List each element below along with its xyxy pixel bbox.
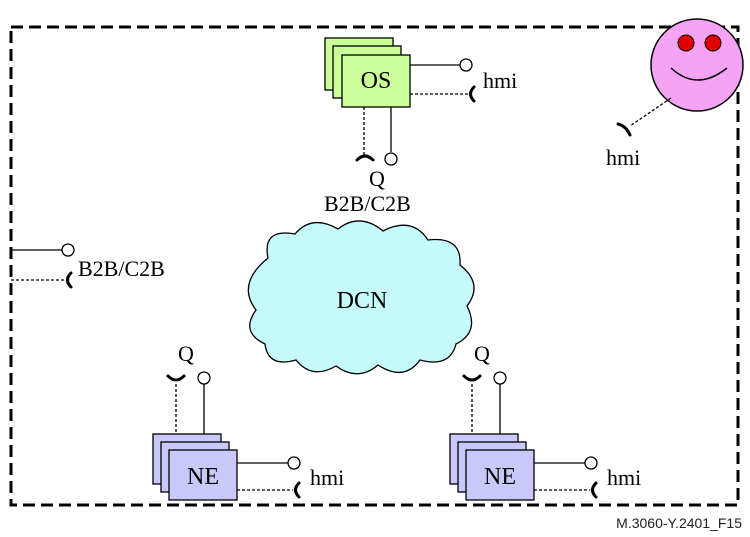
ne-right-q-label: Q <box>474 341 490 366</box>
os-hmi-required-socket <box>469 85 476 103</box>
os-q-label: Q <box>369 166 385 191</box>
left-b2b-provided-circle <box>61 243 75 257</box>
ne-right-stack: NE <box>449 433 535 501</box>
user-left-eye <box>677 34 695 52</box>
user-smile <box>670 67 728 81</box>
ne-right-box-front <box>465 449 535 501</box>
ne-left-label: NE <box>187 464 219 490</box>
ne-left-box-front <box>168 449 238 501</box>
ne-left-hmi-interface: hmi <box>237 456 344 499</box>
dcn-cloud: DCN <box>247 220 475 375</box>
user-hmi-interface: hmi <box>606 97 672 170</box>
left-b2b-required-socket <box>66 271 73 289</box>
os-hmi-label: hmi <box>483 68 517 93</box>
user-right-eye <box>704 34 722 52</box>
figure-id: M.3060-Y.2401_F15 <box>616 515 742 531</box>
os-q-required-socket <box>355 154 375 162</box>
ne-right-q-interface: Q <box>462 341 507 434</box>
os-hmi-interface: hmi <box>410 58 517 103</box>
ne-left-q-interface: Q <box>166 341 211 434</box>
os-b2b-label: B2B/C2B <box>324 191 411 216</box>
ne-right-q-provided-circle <box>493 371 507 385</box>
os-hmi-provided-circle <box>459 58 473 72</box>
ne-right-hmi-label: hmi <box>607 465 641 490</box>
user-hmi-required-socket <box>616 122 632 137</box>
management-boundary <box>9 25 740 507</box>
ne-right-label: NE <box>484 464 516 490</box>
os-stack: OS <box>324 37 411 108</box>
ne-right-hmi-provided-circle <box>584 456 598 470</box>
ne-left-hmi-provided-circle <box>287 456 301 470</box>
left-b2b-label: B2B/C2B <box>78 256 165 281</box>
user-face-icon <box>650 18 744 112</box>
ne-left-stack: NE <box>152 433 238 501</box>
ne-left-hmi-required-socket <box>294 481 301 499</box>
left-b2b-interface: B2B/C2B <box>11 243 165 289</box>
os-q-interface: Q B2B/C2B <box>324 107 411 216</box>
user-face <box>650 18 744 112</box>
ne-left-q-required-socket <box>166 374 186 382</box>
ne-left-q-provided-circle <box>197 371 211 385</box>
user-hmi-label: hmi <box>606 145 640 170</box>
ne-right-hmi-interface: hmi <box>534 456 641 499</box>
dcn-cloud-shape <box>247 220 475 375</box>
os-box-front <box>341 54 411 108</box>
os-label: OS <box>361 68 392 94</box>
ne-right-q-required-socket <box>462 374 482 382</box>
dcn-label: DCN <box>337 288 388 314</box>
ne-left-q-label: Q <box>178 341 194 366</box>
ne-left-hmi-label: hmi <box>310 465 344 490</box>
ne-right-hmi-required-socket <box>591 481 598 499</box>
os-q-provided-circle <box>384 152 398 166</box>
